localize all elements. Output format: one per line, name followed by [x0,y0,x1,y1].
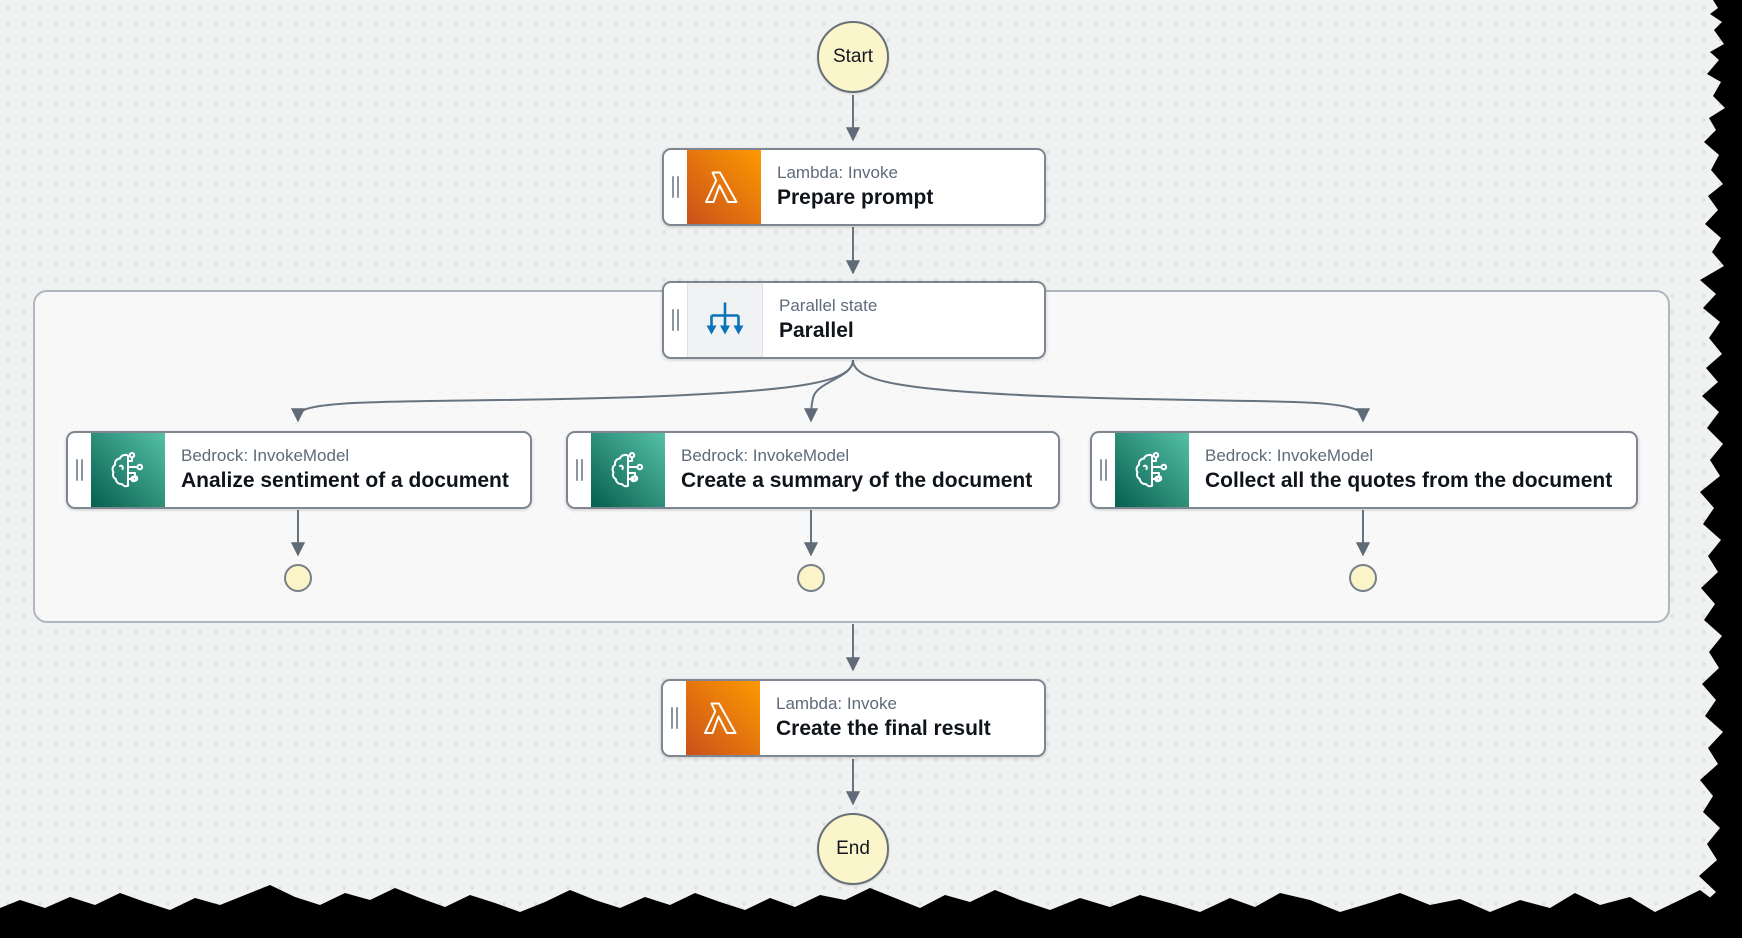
node-service-label: Parallel state [779,296,878,316]
end-label: End [836,838,870,859]
lambda-icon [687,150,761,224]
bedrock-icon [91,433,165,507]
node-service-label: Lambda: Invoke [776,694,897,714]
node-service-label: Bedrock: InvokeModel [681,446,850,466]
branch-end-dot [1349,564,1377,592]
parallel-fork-icon [687,283,763,357]
node-title: Analize sentiment of a document [181,468,509,492]
node-title: Prepare prompt [777,185,934,209]
bedrock-icon [591,433,665,507]
lambda-icon [686,681,760,755]
node-title: Collect all the quotes from the document [1205,468,1613,492]
node-service-label: Lambda: Invoke [777,163,898,183]
state-node-prepare-prompt[interactable]: Lambda: Invoke Prepare prompt [662,148,1046,226]
state-node-collect-quotes[interactable]: Bedrock: InvokeModel Collect all the quo… [1090,431,1638,509]
drag-handle-icon[interactable] [663,681,686,755]
node-title: Parallel [779,318,854,342]
branch-end-dot [797,564,825,592]
node-title: Create a summary of the document [681,468,1033,492]
node-service-label: Bedrock: InvokeModel [181,446,350,466]
state-node-create-summary[interactable]: Bedrock: InvokeModel Create a summary of… [566,431,1060,509]
drag-handle-icon[interactable] [664,283,687,357]
state-node-final-result[interactable]: Lambda: Invoke Create the final result [661,679,1046,757]
drag-handle-icon[interactable] [68,433,91,507]
branch-end-dot [284,564,312,592]
bedrock-icon [1115,433,1189,507]
start-circle: Start [817,21,889,93]
node-service-label: Bedrock: InvokeModel [1205,446,1374,466]
drag-handle-icon[interactable] [568,433,591,507]
node-title: Create the final result [776,716,991,740]
end-circle: End [817,813,889,885]
drag-handle-icon[interactable] [664,150,687,224]
state-node-parallel[interactable]: Parallel state Parallel [662,281,1046,359]
start-label: Start [832,46,874,67]
state-node-analize-sentiment[interactable]: Bedrock: InvokeModel Analize sentiment o… [66,431,532,509]
drag-handle-icon[interactable] [1092,433,1115,507]
